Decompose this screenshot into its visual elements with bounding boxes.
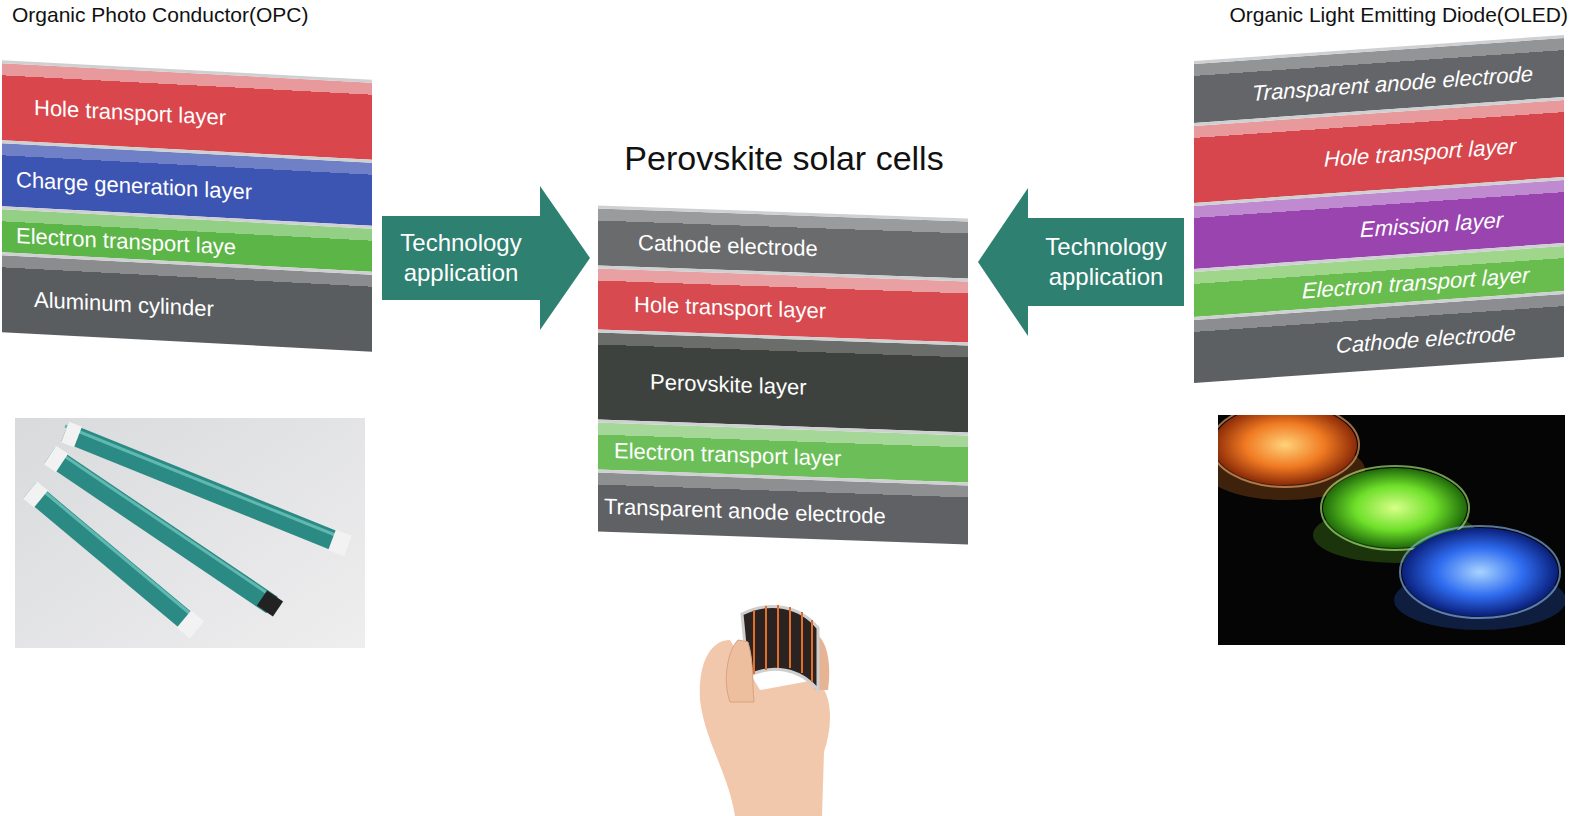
- layer-label: Transparent anode electrode: [1252, 62, 1533, 108]
- layer-label: Cathode electrode: [638, 230, 818, 263]
- layer-label: Hole transport layer: [34, 95, 226, 131]
- layer-label: Charge generation layer: [16, 167, 252, 206]
- layer-slab: Perovskite layer: [598, 330, 968, 433]
- flexible-cell-photo: [700, 605, 830, 816]
- layer-label: Transparent anode electrode: [604, 494, 886, 530]
- oled-material-photo: [1205, 403, 1566, 645]
- arrow-label: Technology application: [381, 228, 541, 288]
- device-stack: Perovskite solar cellsCathode electrodeH…: [596, 138, 972, 548]
- arrow-label: Technology application: [1026, 232, 1186, 292]
- stack-title: Organic Photo Conductor(OPC): [12, 2, 308, 27]
- layer-label: Hole transport layer: [634, 292, 826, 325]
- layer-label: Hole transport layer: [1324, 134, 1516, 174]
- layer-label: Cathode electrode: [1336, 321, 1516, 360]
- layer-label: Emission layer: [1360, 208, 1503, 244]
- stack-title: Organic Light Emitting Diode(OLED): [1230, 2, 1568, 27]
- device-stack: Organic Light Emitting Diode(OLED) Transp…: [1190, 0, 1568, 400]
- layer-slab: Transparent anode electrode: [598, 470, 968, 545]
- device-stack: Organic Photo Conductor(OPC) Hole transpo…: [0, 0, 376, 380]
- layer-label: Electron transport layer: [614, 438, 841, 472]
- block-arrow: [382, 186, 590, 330]
- block-arrow: [978, 188, 1184, 336]
- stack-title: Perovskite solar cells: [596, 138, 972, 179]
- layer-label: Aluminum cylinder: [34, 287, 214, 323]
- opc-drum-photo: [15, 418, 365, 648]
- layer-label: Perovskite layer: [650, 370, 807, 402]
